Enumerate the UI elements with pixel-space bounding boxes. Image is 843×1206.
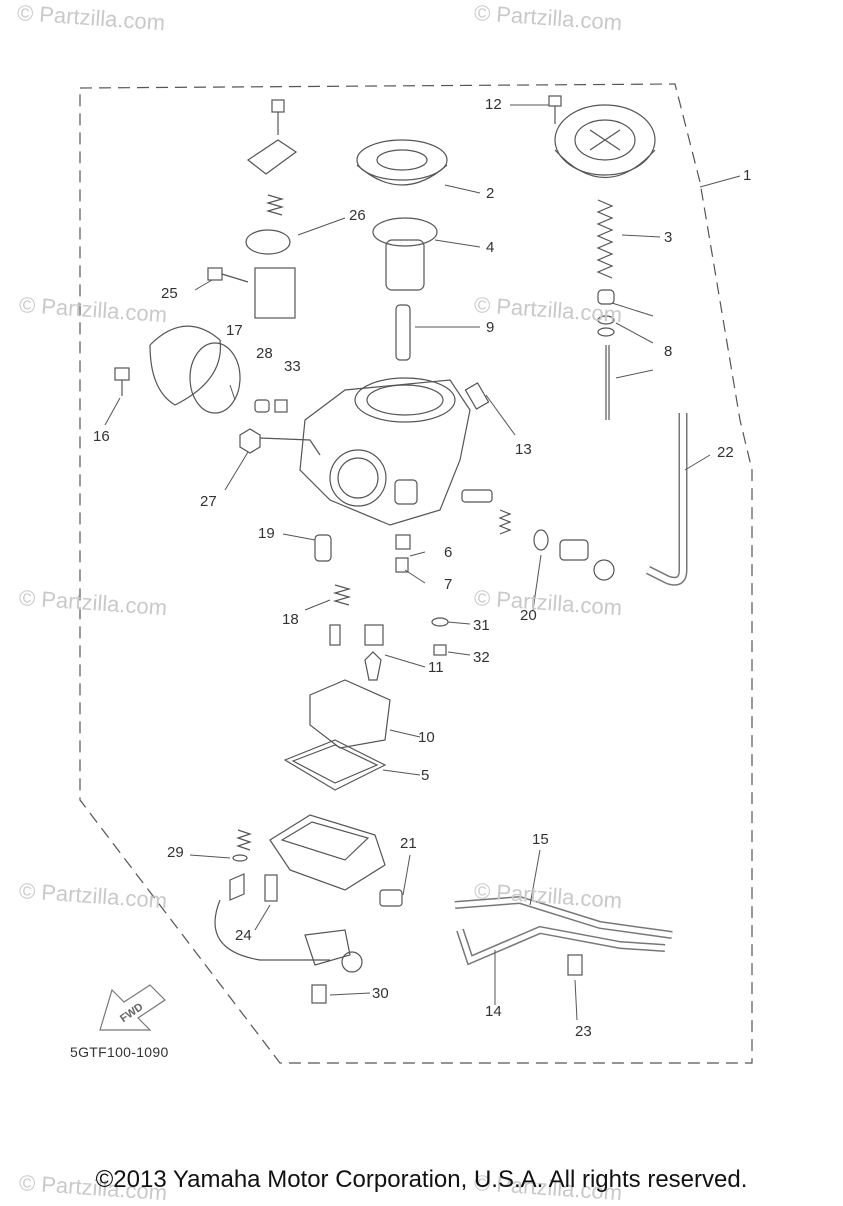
callout-4: 4 <box>486 239 495 256</box>
float-bowl-gasket-5 <box>283 739 387 791</box>
screw-12 <box>548 95 562 124</box>
callout-32: 32 <box>473 649 490 666</box>
callout-21: 21 <box>400 835 417 852</box>
hoses-14-15 <box>454 895 673 966</box>
small-fittings <box>239 399 321 456</box>
callout-27: 27 <box>200 493 217 510</box>
callout-19: 19 <box>258 525 275 542</box>
callout-10: 10 <box>418 729 435 746</box>
top-cover-part <box>554 104 656 179</box>
drain-fittings <box>214 873 363 1004</box>
callout-33: 33 <box>284 358 301 375</box>
callout-17: 17 <box>226 322 243 339</box>
callout-25: 25 <box>161 285 178 302</box>
callout-24: 24 <box>235 927 252 944</box>
fwd-arrow-icon: FWD <box>99 984 166 1031</box>
callout-15: 15 <box>532 831 549 848</box>
spring-29 <box>232 829 252 862</box>
callout-13: 13 <box>515 441 532 458</box>
float-10 <box>309 679 391 749</box>
callout-30: 30 <box>372 985 389 1002</box>
callout-5: 5 <box>421 767 430 784</box>
diagram-code: 5GTF100-1090 <box>70 1044 169 1060</box>
copyright-notice: ©2013 Yamaha Motor Corporation, U.S.A. A… <box>95 1166 748 1193</box>
callout-3: 3 <box>664 229 673 246</box>
float-bowl <box>264 814 403 907</box>
needle-jet-9 <box>395 304 411 361</box>
cover-gasket-17 <box>114 325 241 414</box>
callout-16: 16 <box>93 428 110 445</box>
callout-23: 23 <box>575 1023 592 1040</box>
callout-1: 1 <box>743 167 752 184</box>
callout-31: 31 <box>473 617 490 634</box>
callout-9: 9 <box>486 319 495 336</box>
hose-22 <box>645 413 688 586</box>
callout-22: 22 <box>717 444 734 461</box>
carburetor-body <box>299 377 490 526</box>
callout-14: 14 <box>485 1003 502 1020</box>
leader-lines <box>104 104 741 1021</box>
callout-11: 11 <box>428 659 444 676</box>
callout-29: 29 <box>167 844 184 861</box>
callout-18: 18 <box>282 611 299 628</box>
clamp-23 <box>567 954 583 976</box>
callout-26: 26 <box>349 207 366 224</box>
jets-stack <box>314 534 449 681</box>
callout-7: 7 <box>444 576 453 593</box>
callout-28: 28 <box>256 345 273 362</box>
callout-20: 20 <box>520 607 537 624</box>
piston-valve-4 <box>372 217 438 291</box>
callout-6: 6 <box>444 544 453 561</box>
assembly-boundary <box>79 83 753 1064</box>
spring-3 <box>596 199 614 279</box>
idle-screw-set-20 <box>461 489 615 581</box>
callout-12: 12 <box>485 96 502 113</box>
callout-2: 2 <box>486 185 495 202</box>
needle-set-8 <box>597 289 615 420</box>
diaphragm-2 <box>356 139 448 186</box>
throttle-cap-stack <box>207 99 298 319</box>
callout-8: 8 <box>664 343 673 360</box>
